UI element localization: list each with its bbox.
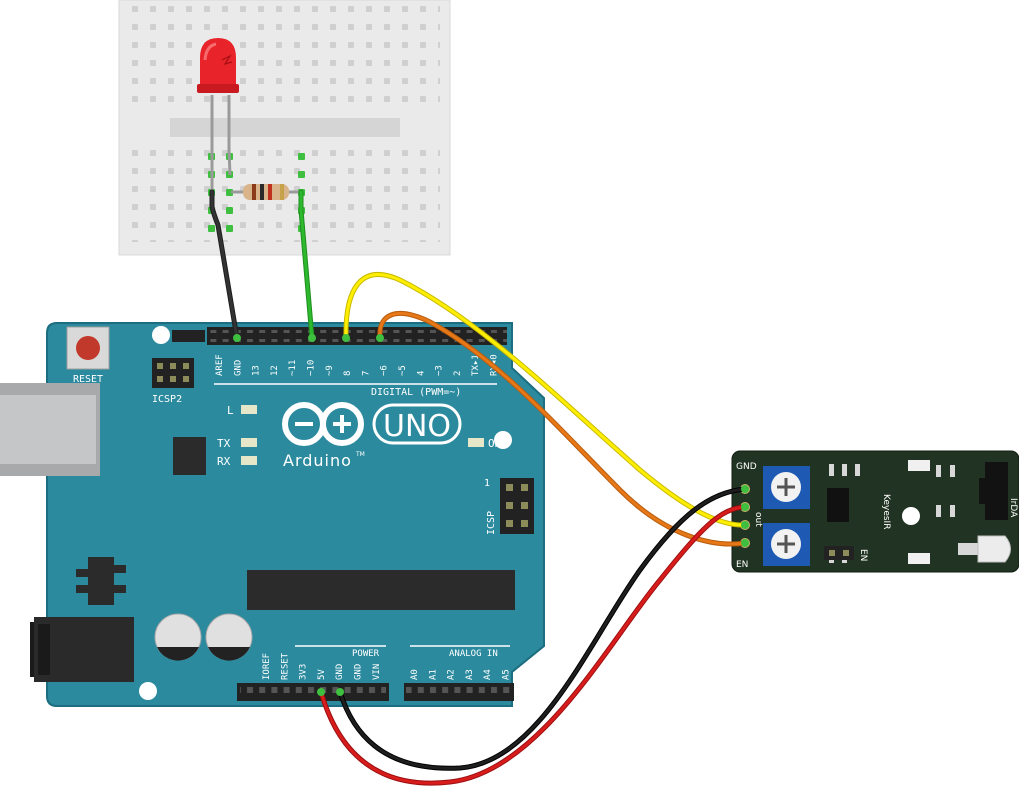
digital-pin-label: ~10 <box>307 360 317 376</box>
reset-button[interactable] <box>66 326 110 370</box>
analog-pin-label: A0 <box>410 669 420 680</box>
ir-pin-en-label: EN <box>736 560 748 570</box>
en-jumper-label: EN <box>858 549 868 561</box>
arduino-logo: UNO Arduino TM <box>282 402 462 470</box>
breadboard-top-holes <box>128 2 440 104</box>
reset-button-cap[interactable] <box>76 336 100 360</box>
breadboard <box>118 0 451 256</box>
ir-receiver <box>985 462 1008 520</box>
power-pin-label: 5V <box>317 669 327 680</box>
wire-red-5v-core <box>319 505 747 785</box>
led-l-label: L <box>227 404 234 417</box>
ir-module-led <box>908 553 930 564</box>
ir-module-ic <box>827 488 849 522</box>
analog-pin-label: A3 <box>465 669 475 680</box>
digital-pin-label: ~9 <box>325 365 335 376</box>
ir-pin-out-label: out <box>753 512 763 527</box>
ir-module-hole <box>902 507 920 525</box>
arduino-pcb <box>46 322 545 707</box>
digital-pin-label: TX▸1 <box>471 354 481 376</box>
analog-pin-label: A1 <box>428 669 438 680</box>
digital-pin-label: ~3 <box>435 365 445 376</box>
usb-chip <box>173 437 206 475</box>
led-tx <box>241 438 257 447</box>
digital-pin-label: 7 <box>361 371 371 376</box>
capacitor <box>205 613 253 661</box>
digital-header-label: DIGITAL (PWM=~) <box>371 387 461 398</box>
connection-markers <box>233 334 749 696</box>
led-component <box>197 38 239 192</box>
power-pin-labels: IOREF RESET 3V3 5V GND GND VIN <box>262 652 382 680</box>
arduino-wordmark: Arduino <box>283 451 352 470</box>
digital-pin-label: 8 <box>343 371 353 376</box>
icsp-pin1-label: 1 <box>484 478 490 489</box>
icsp-label: ICSP <box>486 511 497 535</box>
digital-pin-label: GND <box>233 360 243 376</box>
uno-badge <box>372 403 462 445</box>
potentiometer[interactable] <box>763 523 810 566</box>
power-label: POWER <box>352 649 380 659</box>
capacitor <box>154 613 202 661</box>
wire-black-gnd-core <box>338 487 747 770</box>
ir-sensor-module: GND + out EN KeyesIR <box>731 450 1019 573</box>
en-jumper[interactable] <box>824 546 854 560</box>
ir-pin-gnd-label: GND <box>736 462 757 472</box>
analog-pin-labels: A0 A1 A2 A3 A4 A5 <box>410 669 512 680</box>
power-pin-label: RESET <box>280 652 290 680</box>
icsp-header <box>500 478 534 534</box>
resistor <box>231 184 301 200</box>
ir-module-name: KeyesIR <box>881 494 891 529</box>
led-l <box>241 405 257 414</box>
led-rx-label: RX <box>217 455 231 468</box>
wire-orange-en-core <box>378 312 747 546</box>
voltage-regulator <box>76 557 126 605</box>
breadboard-center-channel <box>170 118 400 137</box>
led-tx-label: TX <box>217 437 231 450</box>
analog-pin-label: A5 <box>502 669 512 680</box>
power-pin-label: GND <box>354 664 364 680</box>
atmega-chip <box>247 570 515 610</box>
ir-emitter-led <box>958 535 1011 563</box>
digital-pin-label: 2 <box>453 371 463 376</box>
digital-pin-label: ~11 <box>288 360 298 376</box>
digital-pin-label: ~6 <box>380 365 390 376</box>
wires <box>209 189 748 786</box>
power-pin-label: 3V3 <box>299 664 309 680</box>
digital-pin-label: 13 <box>252 365 262 376</box>
led-on-label: ON <box>488 437 501 450</box>
ir-module-side-label: IrDA <box>1008 498 1018 518</box>
reset-label: RESET <box>73 374 103 385</box>
mounting-hole <box>139 682 157 700</box>
digital-pin-label: ~5 <box>398 365 408 376</box>
led-on <box>468 438 484 447</box>
digital-pin-label: AREF <box>215 354 225 376</box>
power-pin-label: VIN <box>372 664 382 680</box>
digital-pin-label: 12 <box>270 365 280 376</box>
analog-label: ANALOG IN <box>449 649 498 659</box>
analog-pin-label: A2 <box>447 669 457 680</box>
ir-module-led <box>908 460 930 471</box>
wire-green-resistor-core <box>299 190 314 340</box>
mounting-hole <box>152 326 170 344</box>
power-pin-label: IOREF <box>262 653 272 680</box>
analog-pin-label: A4 <box>483 669 493 680</box>
icsp2-label: ICSP2 <box>152 394 182 405</box>
power-pin-label: GND <box>335 664 345 680</box>
trademark: TM <box>355 451 365 458</box>
model-label: UNO <box>383 409 451 444</box>
wire-black-led-core <box>210 190 239 340</box>
led-rx <box>241 456 257 465</box>
potentiometer[interactable] <box>763 466 810 509</box>
digital-pin-label: 4 <box>416 371 426 376</box>
mounting-hole <box>494 431 512 449</box>
